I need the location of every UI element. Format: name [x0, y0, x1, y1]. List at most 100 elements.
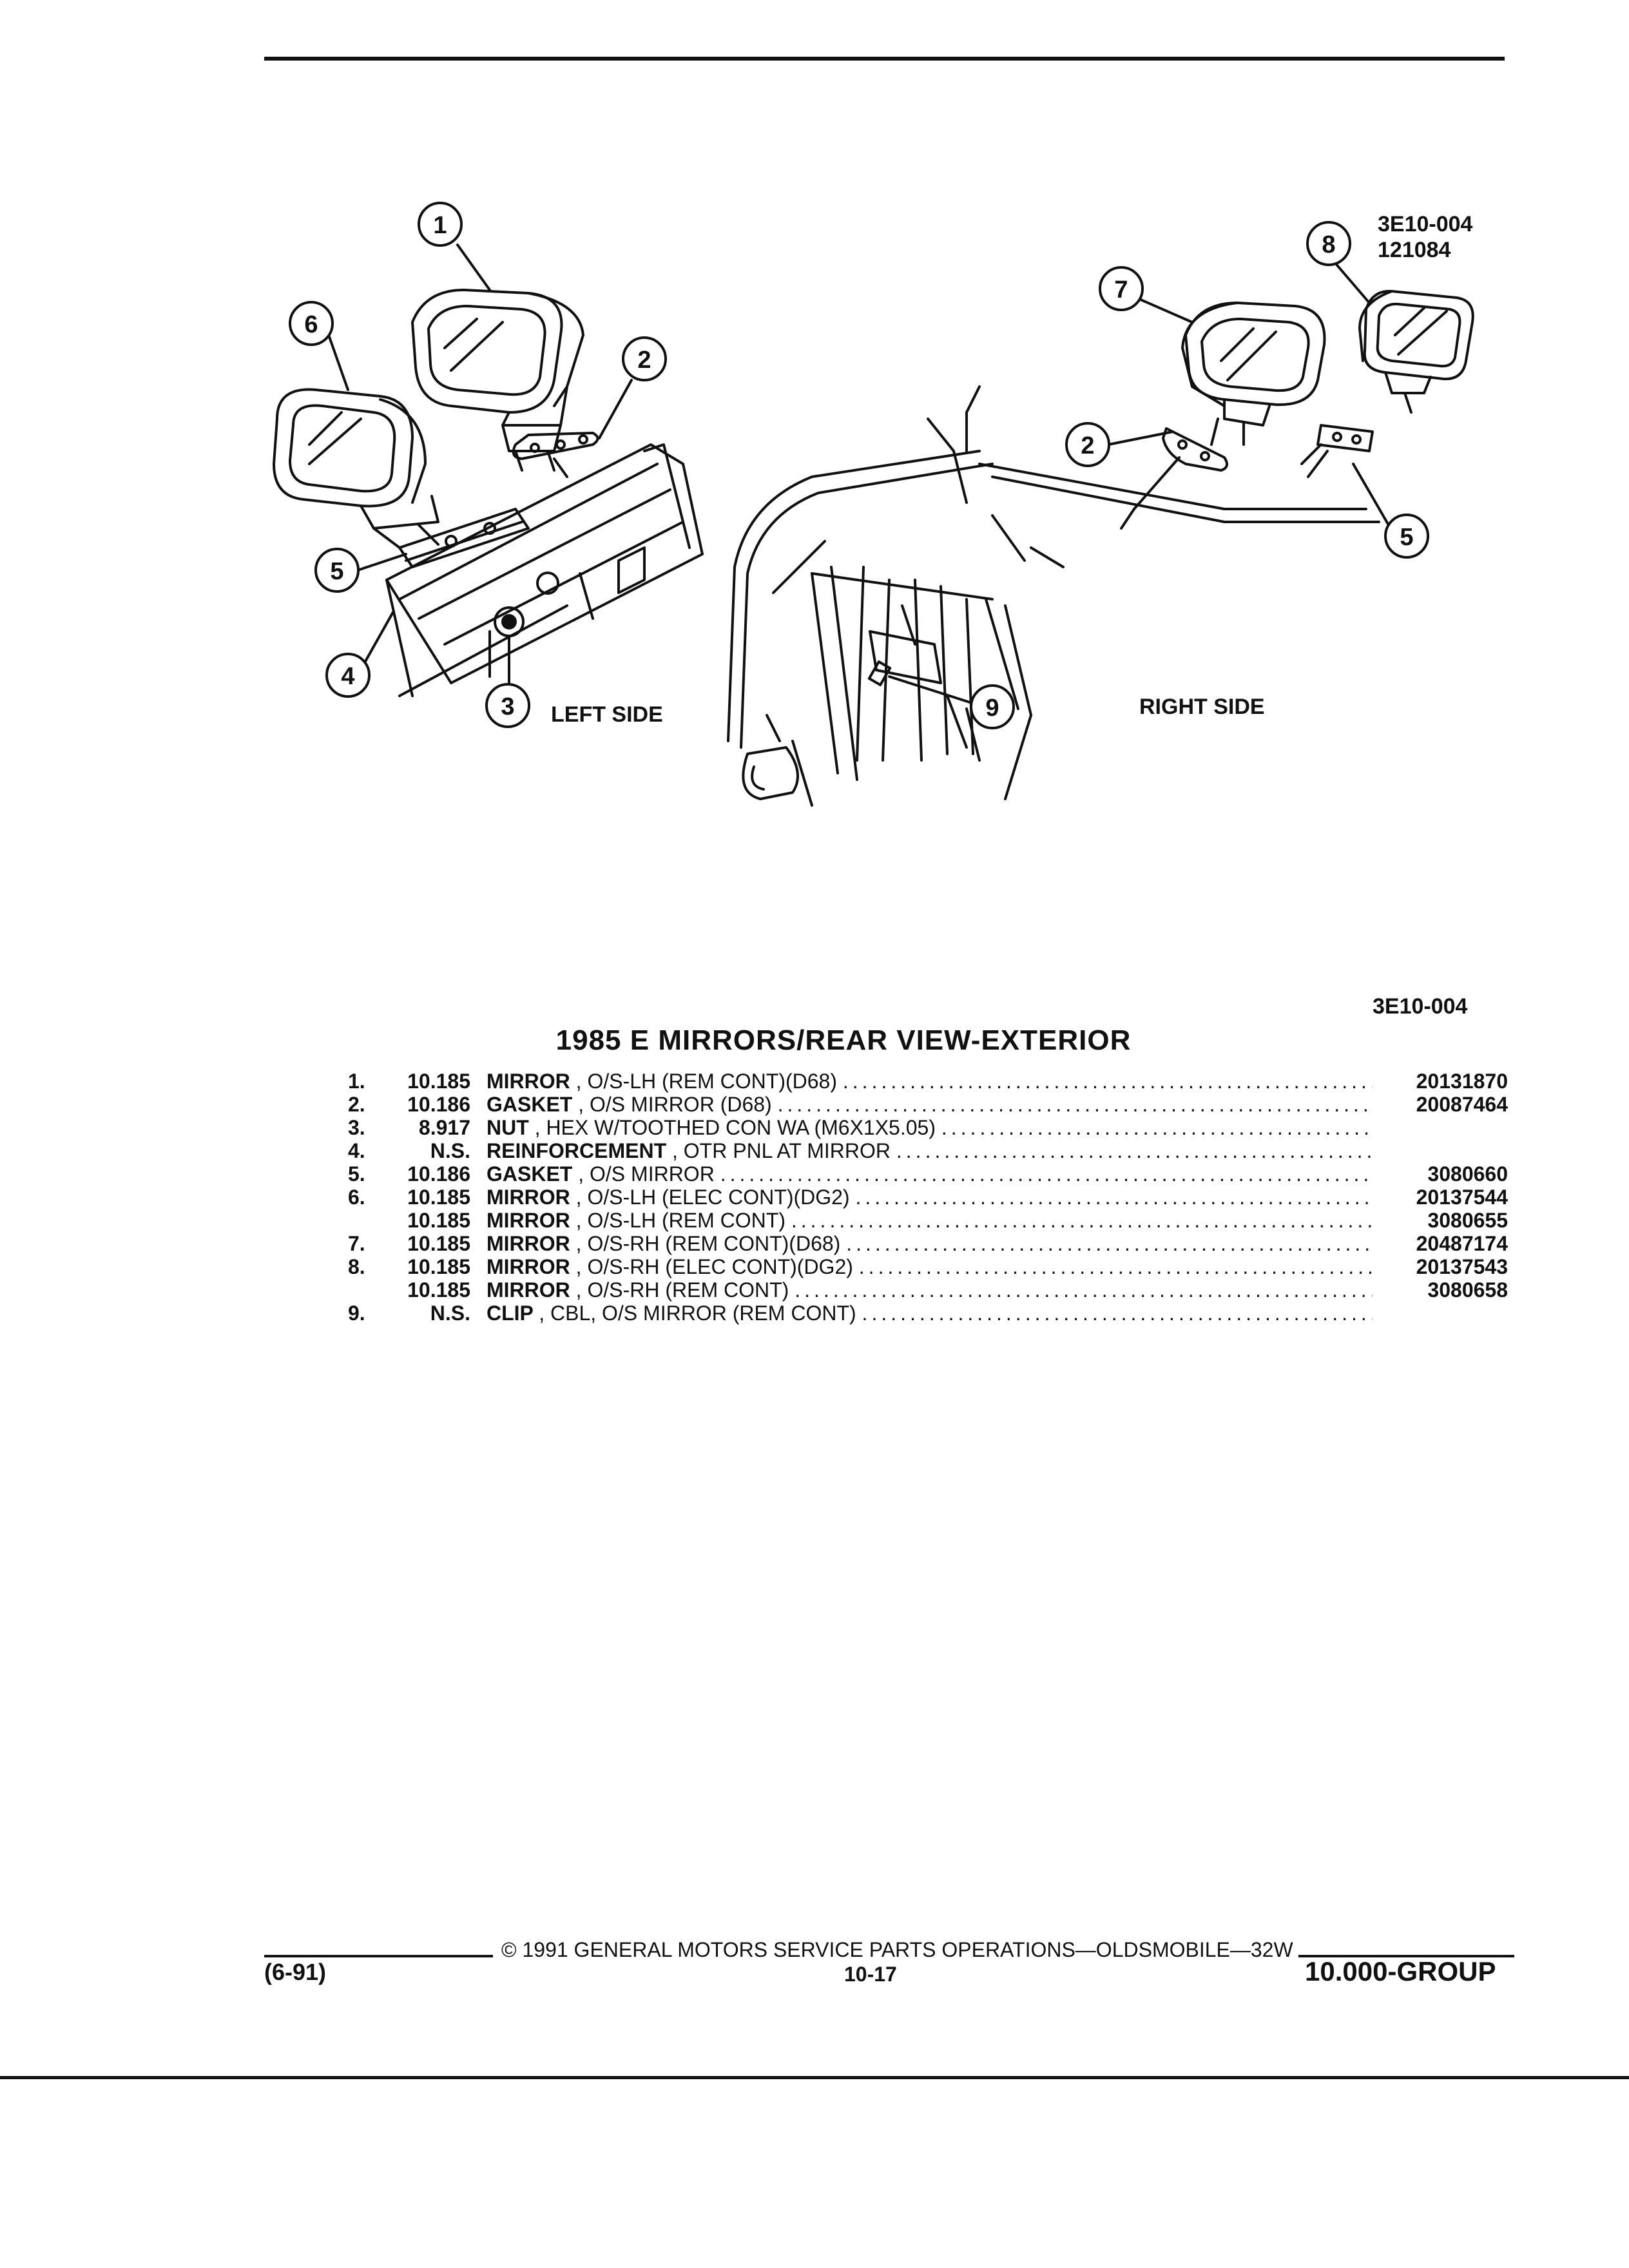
- part-description: GASKET , O/S MIRROR ....................…: [487, 1162, 1373, 1186]
- item-number: 4.: [348, 1139, 365, 1162]
- part-number: 20131870: [1416, 1070, 1508, 1093]
- item-number: 3.: [348, 1116, 365, 1139]
- right-side-label: RIGHT SIDE: [1139, 695, 1265, 719]
- part-name: GASKET: [487, 1093, 573, 1116]
- leader-dots: ........................................…: [777, 1093, 1373, 1116]
- group-number: 10.186: [407, 1093, 470, 1116]
- leader-dots: ........................................…: [846, 1232, 1373, 1255]
- group-number: 10.185: [407, 1255, 470, 1278]
- section-ref-code: 3E10-004: [1373, 994, 1468, 1019]
- parts-row: 1. 10.185 MIRROR , O/S-LH (REM CONT)(D68) …: [348, 1070, 1521, 1093]
- part-detail: , O/S MIRROR: [578, 1162, 715, 1186]
- group-number: N.S.: [430, 1139, 470, 1162]
- group-number: 10.185: [407, 1278, 470, 1302]
- svg-text:9: 9: [985, 695, 999, 722]
- svg-text:7: 7: [1114, 276, 1128, 303]
- group-number: 10.185: [407, 1186, 470, 1209]
- mirror-1-drawing: [411, 289, 584, 472]
- callout-3: 3: [485, 683, 530, 728]
- part-description: MIRROR , O/S-RH (ELEC CONT)(DG2) .......…: [487, 1255, 1373, 1279]
- callout-8: 8: [1306, 221, 1351, 266]
- part-number: 3080658: [1427, 1278, 1508, 1302]
- footer-copyright: © 1991 GENERAL MOTORS SERVICE PARTS OPER…: [501, 1938, 1293, 1961]
- part-description: MIRROR , O/S-RH (REM CONT)(D68) ........…: [487, 1232, 1373, 1256]
- clip-9-drawing: [867, 660, 892, 686]
- leader-dots: ........................................…: [941, 1116, 1373, 1139]
- mirror-8-drawing: [1358, 289, 1474, 414]
- bottom-rule: [0, 2076, 1629, 2079]
- part-name: REINFORCEMENT: [487, 1139, 667, 1162]
- part-number: 20487174: [1416, 1232, 1508, 1255]
- right-gasket-2: [1120, 427, 1228, 530]
- group-number: 10.185: [407, 1209, 470, 1232]
- leader-dots: ........................................…: [720, 1162, 1373, 1186]
- part-description: CLIP , CBL, O/S MIRROR (REM CONT) ......…: [487, 1302, 1373, 1325]
- part-description: REINFORCEMENT , OTR PNL AT MIRROR ......…: [487, 1139, 1373, 1163]
- item-number: 8.: [348, 1255, 365, 1278]
- callout-1: 1: [418, 202, 463, 247]
- part-name: MIRROR: [487, 1278, 570, 1302]
- footer-group: 10.000-GROUP: [1305, 1956, 1496, 1986]
- item-number: 1.: [348, 1070, 365, 1093]
- svg-text:8: 8: [1322, 231, 1335, 258]
- part-name: NUT: [487, 1116, 529, 1139]
- part-name: CLIP: [487, 1302, 534, 1325]
- section-title: 1985 E MIRRORS/REAR VIEW-EXTERIOR: [555, 1024, 1132, 1056]
- part-name: MIRROR: [487, 1070, 570, 1093]
- leader-dots: ........................................…: [858, 1255, 1373, 1278]
- part-description: MIRROR , O/S-RH (REM CONT) .............…: [487, 1278, 1373, 1302]
- callout-4: 4: [325, 653, 371, 698]
- part-name: GASKET: [487, 1162, 573, 1186]
- right-gasket-5: [1300, 424, 1374, 478]
- callout-2-left: 2: [622, 336, 667, 381]
- left-gasket-2: [512, 432, 599, 478]
- left-side-label: LEFT SIDE: [551, 702, 663, 727]
- right-door-handle: [742, 714, 813, 807]
- part-number: 3080655: [1427, 1209, 1508, 1232]
- svg-text:5: 5: [1400, 524, 1413, 551]
- figure-ref-code: 3E10-004: [1378, 212, 1473, 236]
- footer-rule-left: [264, 1955, 493, 1957]
- item-number: 5.: [348, 1162, 365, 1186]
- item-number: 6.: [348, 1186, 365, 1209]
- part-description: MIRROR , O/S-LH (REM CONT)(D68) ........…: [487, 1070, 1373, 1093]
- footer-revision: (6-91): [264, 1959, 327, 1985]
- part-detail: , CBL, O/S MIRROR (REM CONT): [539, 1302, 856, 1325]
- part-description: MIRROR , O/S-LH (REM CONT) .............…: [487, 1209, 1373, 1233]
- part-number: 3080660: [1427, 1162, 1508, 1186]
- svg-text:2: 2: [1081, 432, 1094, 459]
- svg-text:1: 1: [433, 212, 447, 239]
- callout-9: 9: [970, 684, 1015, 729]
- leader-dots: ........................................…: [842, 1070, 1373, 1093]
- group-number: 8.917: [418, 1116, 470, 1139]
- svg-text:2: 2: [637, 347, 651, 374]
- part-detail: , O/S-RH (ELEC CONT)(DG2): [575, 1255, 853, 1278]
- item-number: 9.: [348, 1302, 365, 1325]
- part-detail: , OTR PNL AT MIRROR: [672, 1139, 891, 1162]
- part-name: MIRROR: [487, 1186, 570, 1209]
- exploded-view-illustration: 1 2 6 5 4 3 7 8 2 5 9 LEFT SIDE RIGHT SI…: [273, 202, 1474, 807]
- part-detail: , O/S-LH (REM CONT)(D68): [575, 1070, 837, 1093]
- part-detail: , O/S-RH (REM CONT): [575, 1278, 789, 1302]
- leader-dots: ........................................…: [896, 1139, 1373, 1162]
- group-number: 10.185: [407, 1070, 470, 1093]
- callout-5-left: 5: [314, 548, 360, 593]
- callout-7: 7: [1099, 266, 1144, 311]
- part-detail: , O/S-LH (ELEC CONT)(DG2): [575, 1186, 850, 1209]
- group-number: 10.185: [407, 1232, 470, 1255]
- part-description: GASKET , O/S MIRROR (D68) ..............…: [487, 1093, 1373, 1117]
- parts-row: 6. 10.185 MIRROR , O/S-LH (ELEC CONT)(DG2)…: [348, 1186, 1521, 1209]
- callout-6: 6: [289, 301, 334, 346]
- callout-2-right: 2: [1065, 422, 1110, 467]
- part-description: MIRROR , O/S-LH (ELEC CONT)(DG2) .......…: [487, 1186, 1373, 1209]
- parts-row: 9.N.S.CLIP , CBL, O/S MIRROR (REM CONT) …: [348, 1302, 1521, 1325]
- part-name: MIRROR: [487, 1232, 570, 1255]
- mirror-7-drawing: [1181, 302, 1326, 446]
- parts-row: 8. 10.185 MIRROR , O/S-RH (ELEC CONT)(DG2)…: [348, 1255, 1521, 1278]
- left-gasket-5: [398, 508, 530, 568]
- part-number: 20137543: [1416, 1255, 1508, 1278]
